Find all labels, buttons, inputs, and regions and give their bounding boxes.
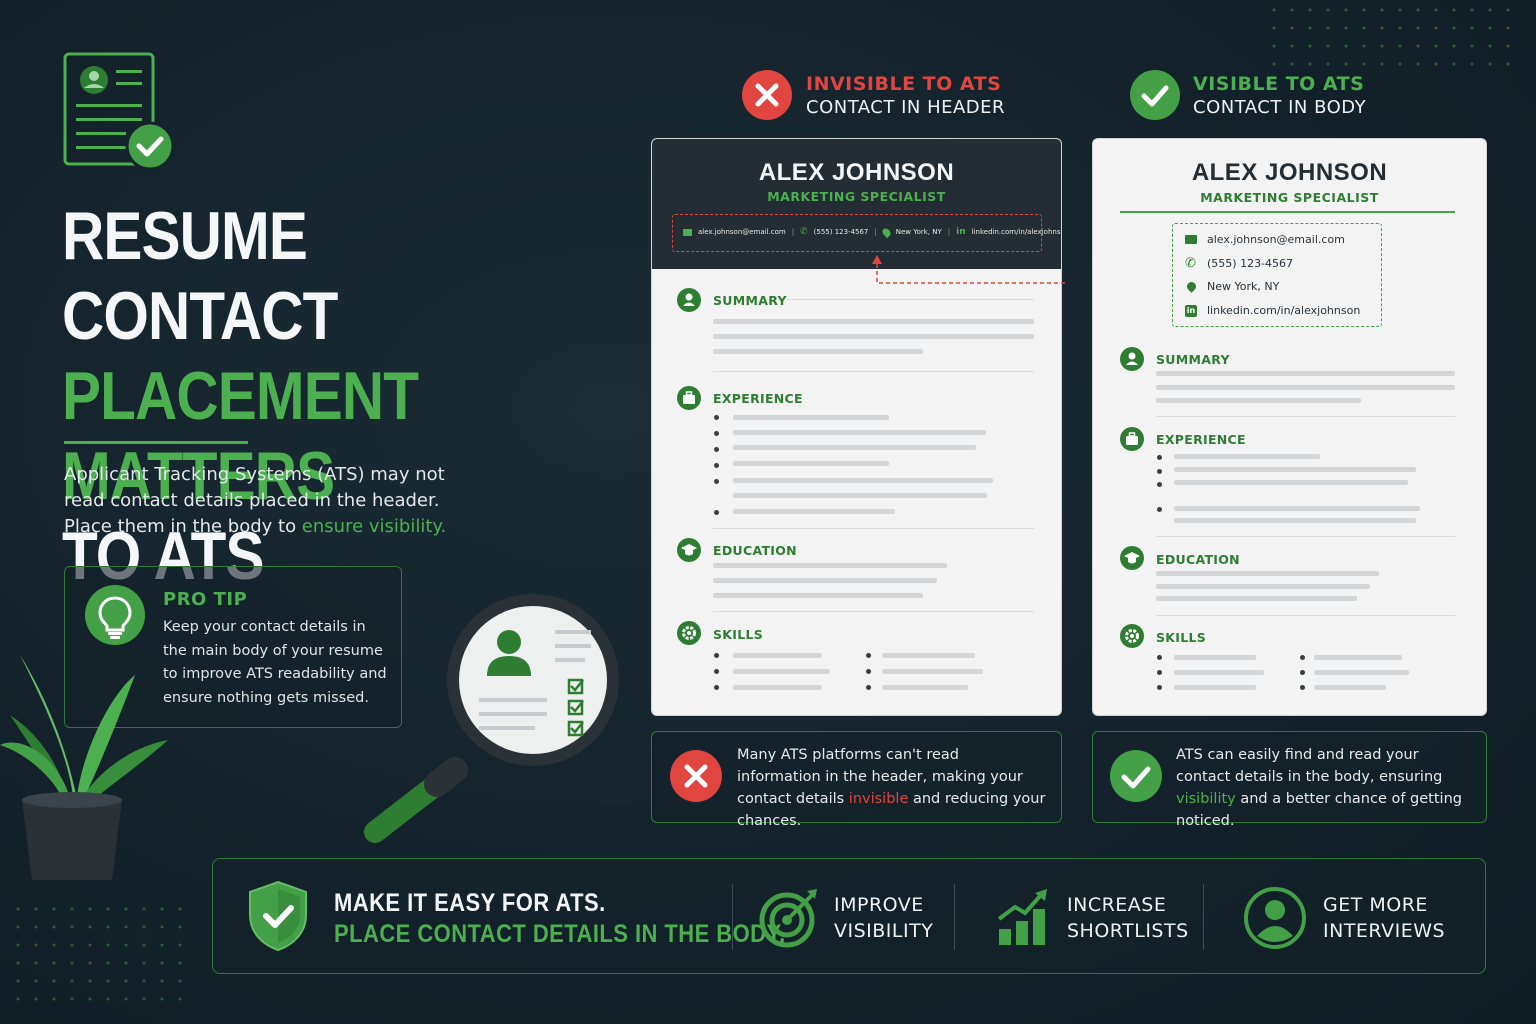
banner-line-2: PLACE CONTACT DETAILS IN THE BODY. [334, 920, 786, 948]
resume-role-2: MARKETING SPECIALIST [1200, 190, 1379, 205]
target-icon [759, 889, 817, 948]
resume-header-contact: ALEX JOHNSON MARKETING SPECIALIST alex.j… [651, 138, 1062, 716]
invisible-x-icon [742, 70, 792, 120]
invisible-subtitle: CONTACT IN HEADER [806, 97, 1006, 118]
resume-dark-header: ALEX JOHNSON MARKETING SPECIALIST alex.j… [652, 139, 1061, 269]
experience-label-2: EXPERIENCE [1156, 432, 1246, 447]
intro-highlight: ensure visibility. [301, 516, 447, 537]
user-icon [1244, 887, 1306, 949]
page-title: RESUME CONTACT PLACEMENT MATTERS TO ATS [62, 196, 561, 596]
feature-visibility-line2: VISIBILITY [834, 920, 934, 942]
body-phone: (555) 123-4567 [1207, 257, 1294, 270]
experience-icon-2 [1120, 427, 1144, 451]
phone-icon: ✆ [800, 227, 808, 237]
visible-check-icon [1130, 70, 1180, 120]
warning-x-icon [670, 750, 722, 802]
header-linkedin: linkedin.com/in/alexjohnson [971, 228, 1062, 236]
linkedin-icon-2: in [1185, 304, 1197, 317]
bottom-banner: MAKE IT EASY FOR ATS. PLACE CONTACT DETA… [212, 858, 1486, 974]
resume-body-contact: ALEX JOHNSON MARKETING SPECIALIST alex.j… [1092, 138, 1487, 716]
feature-shortlists: INCREASE SHORTLISTS [1067, 892, 1189, 944]
body-note-after: and a better chance of getting noticed. [1176, 791, 1462, 829]
header-note-after: and reducing your chances. [737, 791, 1046, 829]
body-contact-box: alex.johnson@email.com ✆ (555) 123-4567 … [1172, 223, 1382, 327]
body-location: New York, NY [1207, 280, 1280, 293]
magnifier-resume-icon [364, 594, 619, 843]
feature-interviews: GET MORE INTERVIEWS [1323, 892, 1445, 944]
decorative-dots-top [1272, 8, 1510, 66]
header-note-text: Many ATS platforms can't read informatio… [737, 744, 1047, 832]
body-note-highlight: visibility [1176, 791, 1236, 807]
pro-tip-text: Keep your contact details in the main bo… [163, 619, 387, 706]
skills-label: SKILLS [713, 627, 764, 642]
lightbulb-icon [85, 585, 145, 645]
feature-visibility: IMPROVE VISIBILITY [834, 892, 933, 944]
skills-icon [677, 621, 701, 645]
education-icon [677, 538, 701, 562]
email-icon-2 [1185, 235, 1197, 244]
header-note-highlight: invisible [848, 791, 909, 807]
summary-label: SUMMARY [713, 293, 787, 308]
feature-visibility-line1: IMPROVE [834, 894, 924, 916]
intro-body: Applicant Tracking Systems (ATS) may not… [64, 464, 445, 537]
growth-chart-icon [997, 889, 1047, 945]
title-underline [64, 441, 248, 444]
feature-shortlists-line2: SHORTLISTS [1067, 920, 1189, 942]
feature-interviews-line2: INTERVIEWS [1323, 920, 1446, 942]
summary-icon-2 [1120, 347, 1144, 371]
education-label-2: EDUCATION [1156, 552, 1240, 567]
feature-interviews-line1: GET MORE [1323, 894, 1428, 916]
body-success-note: ATS can easily find and read your contac… [1092, 731, 1487, 829]
summary-label-2: SUMMARY [1156, 352, 1230, 367]
header-warning-note: Many ATS platforms can't read informatio… [651, 731, 1062, 829]
skills-icon-2 [1120, 624, 1144, 648]
email-icon [683, 228, 692, 236]
resume-check-icon [63, 52, 175, 171]
title-line-1: RESUME CONTACT [62, 198, 338, 354]
red-dashed-arrow [872, 255, 1065, 284]
header-contact-box: alex.johnson@email.com | ✆ (555) 123-456… [672, 214, 1061, 252]
education-icon-2 [1120, 546, 1144, 570]
success-check-icon [1110, 750, 1162, 802]
intro-text: Applicant Tracking Systems (ATS) may not… [64, 462, 464, 540]
summary-icon [677, 288, 701, 312]
phone-icon-2: ✆ [1185, 256, 1196, 271]
visible-status: VISIBLE TO ATS [1193, 73, 1365, 95]
linkedin-icon: in [956, 227, 966, 237]
body-linkedin: linkedin.com/in/alexjohnson [1207, 304, 1361, 317]
resume-role: MARKETING SPECIALIST [767, 189, 946, 204]
body-note-before: ATS can easily find and read your contac… [1176, 747, 1443, 785]
visible-subtitle: CONTACT IN BODY [1193, 97, 1367, 118]
location-icon [880, 226, 892, 238]
plant-illustration [0, 655, 168, 880]
body-email: alex.johnson@email.com [1207, 233, 1345, 246]
header-note-before: Many ATS platforms can't read informatio… [737, 747, 1023, 807]
education-label: EDUCATION [713, 543, 797, 558]
header-location: New York, NY [895, 228, 942, 236]
experience-icon [677, 386, 701, 410]
location-icon-2 [1184, 280, 1198, 293]
pro-tip-title: PRO TIP [163, 589, 248, 610]
resume-name-2: ALEX JOHNSON [1191, 159, 1388, 186]
banner-line-1: MAKE IT EASY FOR ATS. [334, 889, 606, 917]
title-line-2: PLACEMENT MATTERS [62, 358, 419, 514]
shield-check-icon [249, 880, 307, 952]
skills-label-2: SKILLS [1156, 630, 1207, 645]
body-note-text: ATS can easily find and read your contac… [1176, 744, 1476, 832]
invisible-status: INVISIBLE TO ATS [806, 73, 1002, 95]
resume-name: ALEX JOHNSON [758, 159, 955, 186]
experience-label: EXPERIENCE [713, 391, 803, 406]
header-phone: (555) 123-4567 [813, 228, 869, 236]
header-email: alex.johnson@email.com [698, 228, 786, 236]
feature-shortlists-line1: INCREASE [1067, 894, 1167, 916]
decorative-dots-bottom [16, 907, 182, 1001]
